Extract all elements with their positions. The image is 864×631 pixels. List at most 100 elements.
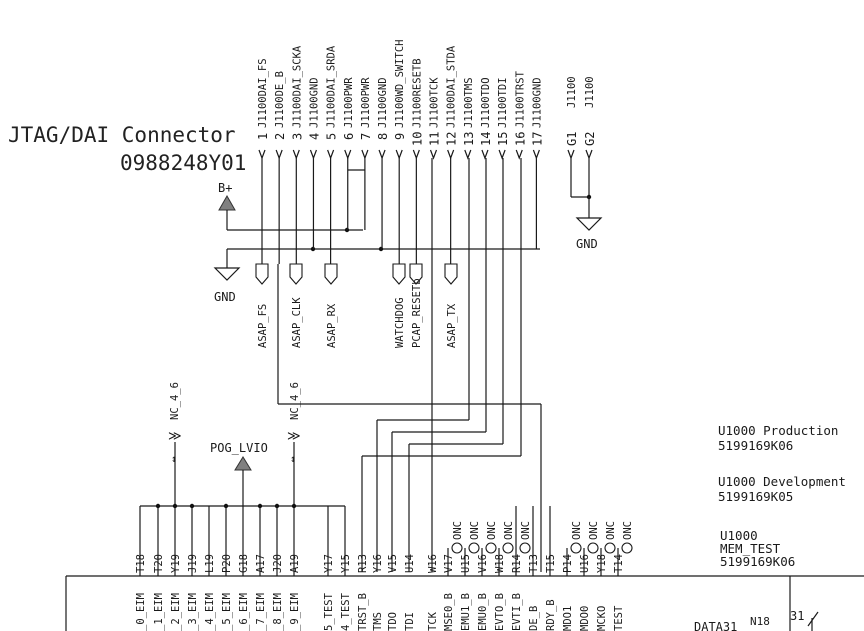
note-memtest-line2: MEM_TEST [720,541,781,556]
ic-pin: J20_8_EIM [272,503,284,631]
connector-gpin-number: G1 [565,132,579,146]
connector-pin-net: J1100PWR [343,77,355,128]
notes: U1000 Production 5199169K06 U1000 Develo… [718,423,864,631]
ic-pins: T18_0_EIMT20_1_EIMY19_2_EIMJ19_3_EIML19_… [135,503,625,631]
nc-left-symbol: NC_4_6 ≫ ↕ [168,382,182,506]
nc-label: ONC [469,521,481,540]
ic-pin-name: TMS [372,612,384,631]
connector-wires [261,158,538,264]
ic-pin-ball: Y17 [323,554,335,573]
jtag-routing [277,158,542,572]
connector-pin-net: J1100DAI_SCKA [291,45,303,128]
nc-marker: ONC [468,521,481,554]
nc-right-label: NC_4_6 [289,382,301,420]
ic-pin-name: _2_EIM [170,593,182,631]
ic-pin-ball: U14 [404,554,416,573]
connector-pin-net: J1100DE_B [274,71,286,128]
ic-pin-name: EMU0_B [477,593,489,631]
connector-pin-number: 6 [342,133,356,140]
nc-label: ONC [520,521,532,540]
connector-pin-net: J1100RESETB [411,58,423,128]
connector-pin-number: 3 [290,133,304,140]
connector-pin: J1100PWR 6 [342,77,356,160]
ic-pin-ball: Y15 [340,554,352,573]
port-label: WATCHDOG [394,297,406,348]
connector-pin: J1100TRST 16 [513,70,527,160]
connector-pin-number: 4 [307,133,321,140]
pog-lvio-label: POG_LVIO [210,441,268,455]
connector-pin-number: 17 [530,132,544,146]
nc-label: ONC [605,521,617,540]
ic-pin-name: _1_EIM [153,593,165,631]
ic-pin-ball: W18 [494,554,506,573]
ic-pin: A19_9_EIM [289,503,301,631]
port-symbol: ASAP_FS [255,263,269,348]
nc-marker: ONC [485,521,498,554]
ic-pin-ball: T14 [613,554,625,573]
nc-left-arrow: ↕ [171,454,177,465]
connector-pin-number: 1 [256,133,270,140]
ic-pin-name: TRST_B [357,593,369,631]
connector-pin-net: J1100TDO [480,77,492,128]
ic-pin-name: RDY_B [545,599,557,631]
connector-pin-number: 16 [513,132,527,146]
ic-pin: T18_0_EIM [135,506,147,631]
connector-pin-net: J1100DAI_STDA [446,45,458,128]
connector-pin-number: 15 [496,132,510,146]
ic-pin-ball: L19 [204,554,216,573]
connector-pin-net: J1100TDI [497,77,509,128]
ic-pin-name: DE_B [528,606,540,631]
ic-pin: L19_4_EIM [204,506,216,631]
connector-pin-number: 12 [445,132,459,146]
ic-pin-ball: G18 [238,554,250,573]
right-pin: 31 [790,609,819,631]
nc-label: ONC [486,521,498,540]
connector-pin-number: 7 [359,133,373,140]
port-symbol: ASAP_RX [324,263,338,348]
ic-pin-name: MSE0_B [443,593,455,631]
ic-pin-ball: A19 [289,554,301,573]
ic-pin-ball: Y19 [170,554,182,573]
ic-pin-name: _6_EIM [238,593,250,631]
connector-pin-number: 2 [273,133,287,140]
ic-pin-ball: T15 [545,554,557,573]
ic-pin: J19_3_EIM [187,503,199,631]
note-production-line2: 5199169K06 [718,438,793,453]
ic-pin-ball: U15 [460,554,472,573]
ic-u1000 [65,575,790,631]
nc-left-label: NC_4_6 [169,382,181,420]
ic-pin-ball: R13 [357,554,369,573]
connector-pin-net: J1100TRST [514,70,526,128]
ic-pin-name: MDO1 [562,606,574,631]
connector-pin-net: J1100GND [377,77,389,128]
connector-title: JTAG/DAI Connector [8,123,236,147]
ic-pin-name: _8_EIM [272,593,284,631]
note-memtest-line1: U1000 [720,528,758,543]
ic-part-label: DATA31 [694,620,737,631]
connector-pin: J1100DAI_FS1 [256,58,270,160]
right-pin-label: 31 [790,609,804,623]
ic-pin-name: EMU1_B [460,593,472,631]
ic-pin-ball: U16 [579,554,591,573]
